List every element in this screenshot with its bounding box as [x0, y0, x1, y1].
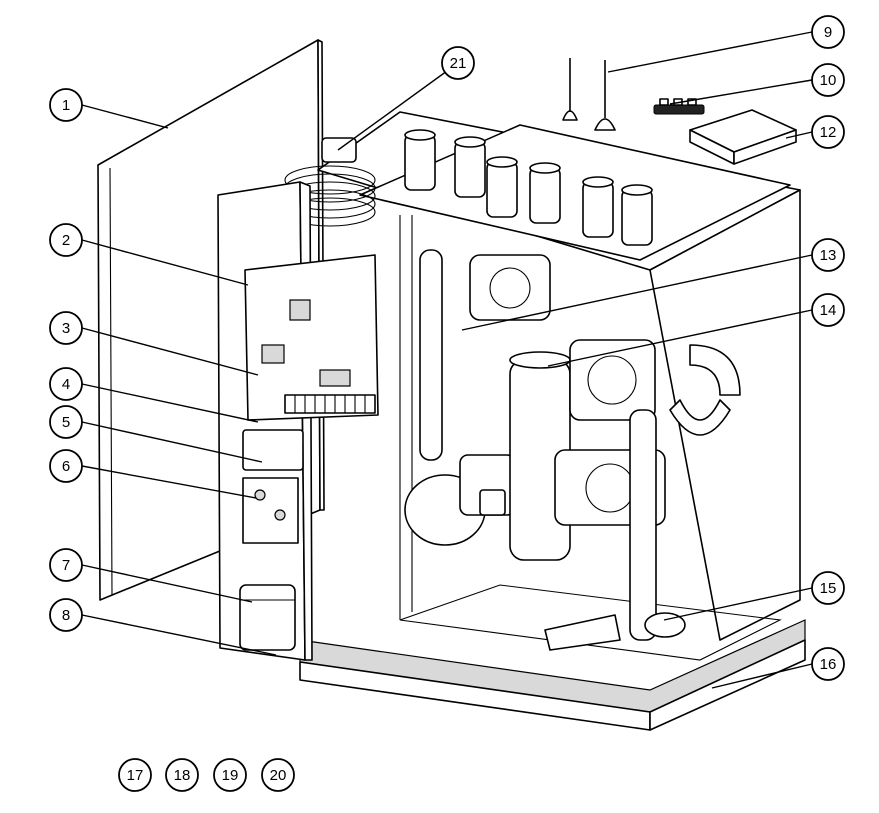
callout-9: 9 [811, 15, 845, 49]
callout-label: 15 [820, 580, 837, 597]
callout-label: 10 [820, 72, 837, 89]
pump-upper [469, 254, 551, 321]
callout-label: 16 [820, 656, 837, 673]
callout-label: 3 [62, 320, 70, 337]
callout-label: 13 [820, 247, 837, 264]
terminal-strip [284, 394, 376, 414]
valve-actuator [404, 129, 436, 191]
callout-label: 17 [127, 767, 144, 784]
connector-plug [653, 98, 705, 115]
secondary-pcb [242, 477, 299, 544]
callout-10: 10 [811, 63, 845, 97]
callout-5: 5 [49, 405, 83, 439]
callout-label: 12 [820, 124, 837, 141]
callout-20: 20 [261, 758, 295, 792]
valve-actuator [582, 176, 614, 238]
callout-label: 20 [270, 767, 287, 784]
callout-1: 1 [49, 88, 83, 122]
callout-14: 14 [811, 293, 845, 327]
valve-actuator [454, 136, 486, 198]
callout-label: 18 [174, 767, 191, 784]
callout-3: 3 [49, 311, 83, 345]
callout-label: 9 [824, 24, 832, 41]
callout-18: 18 [165, 758, 199, 792]
callout-label: 5 [62, 414, 70, 431]
valve-actuator [621, 184, 653, 246]
callout-19: 19 [213, 758, 247, 792]
callout-6: 6 [49, 449, 83, 483]
callout-label: 8 [62, 607, 70, 624]
callout-4: 4 [49, 367, 83, 401]
wireless-gateway [689, 109, 797, 165]
callout-13: 13 [811, 238, 845, 272]
leader-lines [81, 31, 813, 689]
callout-17: 17 [118, 758, 152, 792]
callout-label: 1 [62, 97, 70, 114]
callout-label: 14 [820, 302, 837, 319]
callout-label: 6 [62, 458, 70, 475]
callout-label: 4 [62, 376, 70, 393]
callout-label: 7 [62, 557, 70, 574]
callout-7: 7 [49, 548, 83, 582]
callout-label: 21 [450, 55, 467, 72]
callout-12: 12 [811, 115, 845, 149]
circulation-pump [404, 454, 516, 546]
valve-actuator [529, 162, 561, 224]
callout-15: 15 [811, 571, 845, 605]
callout-2: 2 [49, 223, 83, 257]
pump-right-upper [569, 339, 656, 421]
callout-16: 16 [811, 647, 845, 681]
hydraulic-components [404, 249, 741, 651]
callout-label: 19 [222, 767, 239, 784]
valve-actuator [486, 156, 518, 218]
contactor [242, 429, 304, 471]
antennas [562, 58, 616, 131]
valve-top-deck [359, 124, 791, 261]
capacitor [239, 584, 296, 651]
control-box [217, 181, 379, 661]
callout-8: 8 [49, 598, 83, 632]
callout-label: 2 [62, 232, 70, 249]
callout-21: 21 [441, 46, 475, 80]
